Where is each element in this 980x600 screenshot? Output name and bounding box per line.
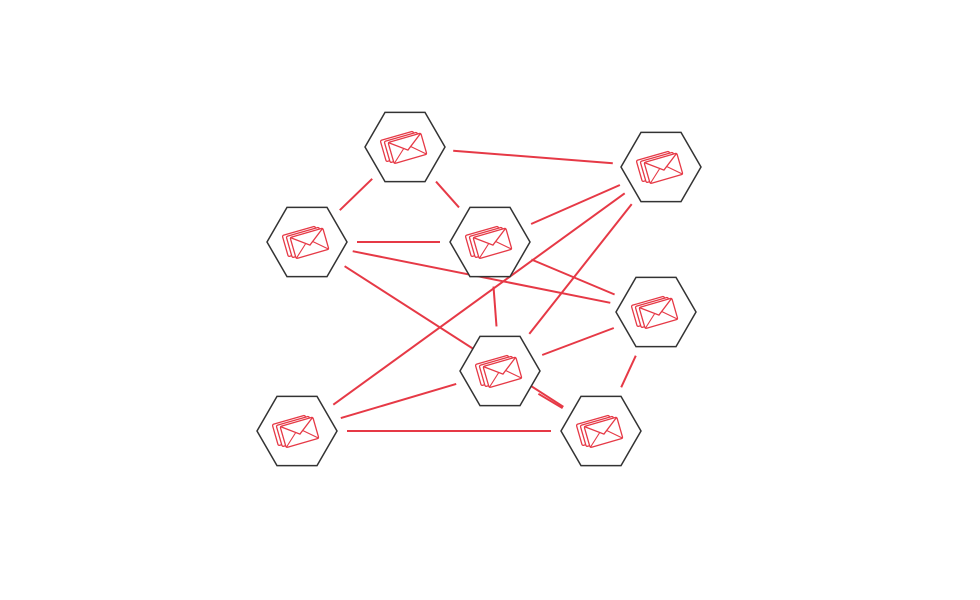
stacked-envelopes-icon bbox=[575, 414, 624, 448]
stacked-envelopes-icon bbox=[281, 225, 330, 259]
node-n5 bbox=[615, 276, 697, 348]
stacked-envelopes-icon bbox=[474, 354, 523, 388]
link-n6-n8 bbox=[537, 392, 564, 410]
link-n5-n6 bbox=[541, 327, 615, 356]
node-n7 bbox=[256, 395, 338, 467]
link-n1-n2 bbox=[453, 149, 613, 165]
stacked-envelopes-icon bbox=[464, 225, 513, 259]
stacked-envelopes-icon bbox=[630, 295, 679, 329]
network-nodes bbox=[256, 111, 702, 467]
link-n2-n4 bbox=[530, 184, 621, 225]
link-n4-n6 bbox=[492, 286, 498, 327]
node-n2 bbox=[620, 131, 702, 203]
link-n2-n6 bbox=[528, 203, 633, 335]
node-n1 bbox=[364, 111, 446, 183]
link-n1-n3 bbox=[339, 178, 373, 211]
link-n1-n4 bbox=[435, 180, 460, 209]
link-n2-n7 bbox=[332, 192, 626, 406]
node-n3 bbox=[266, 206, 348, 278]
stacked-envelopes-icon bbox=[271, 414, 320, 448]
stacked-envelopes-icon bbox=[379, 130, 428, 164]
stacked-envelopes-icon bbox=[635, 150, 684, 184]
node-n8 bbox=[560, 395, 642, 467]
node-n4 bbox=[449, 206, 531, 278]
link-n5-n8 bbox=[620, 355, 637, 388]
link-n6-n7 bbox=[340, 382, 457, 420]
link-n4-n5 bbox=[531, 258, 615, 296]
node-n6 bbox=[459, 335, 541, 407]
